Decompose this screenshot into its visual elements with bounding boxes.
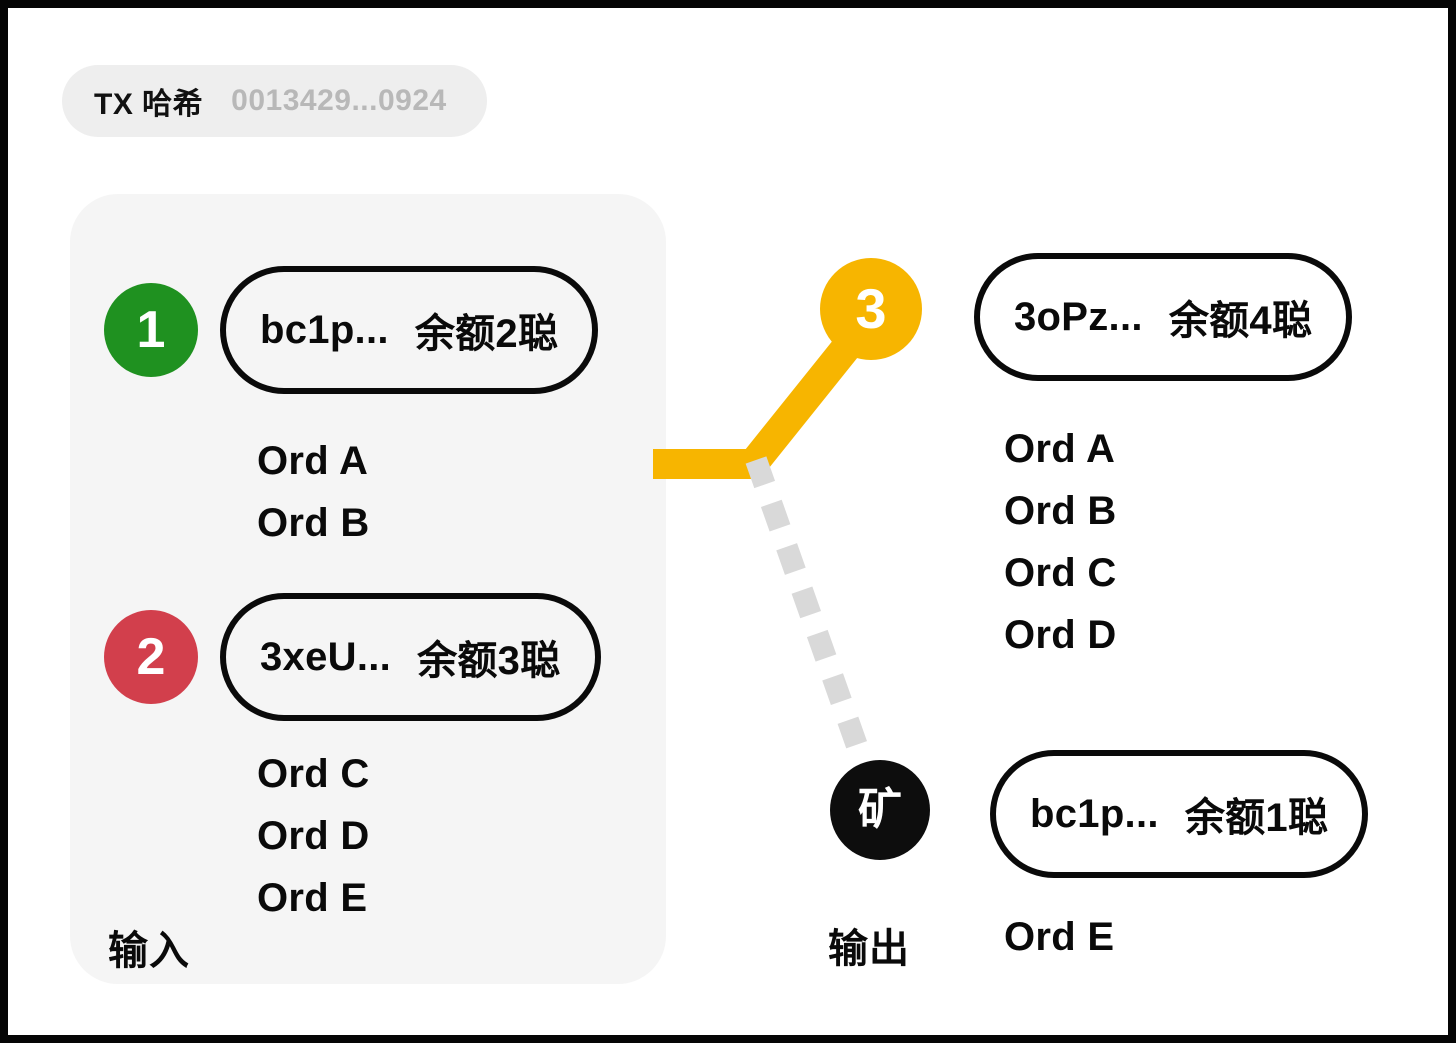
tx-hash-label: TX 哈希 [94, 88, 204, 121]
input-address-2: 3xeU... [260, 634, 392, 679]
input-index-badge-2: 2 [104, 610, 198, 704]
input-ordinal-item: Ord B [257, 501, 370, 545]
diagram-canvas: TX 哈希 0013429...0924 1 bc1p... 余额2聪 Ord … [8, 8, 1448, 1035]
output-ordinal-item: Ord B [1004, 489, 1117, 533]
output-ordinal-item: Ord E [1004, 915, 1115, 959]
output-ordinal-item: Ord A [1004, 427, 1116, 471]
tx-hash-value: 0013429...0924 [231, 84, 447, 117]
inputs-section-label: 输入 [108, 929, 190, 973]
output-address-pill-1[interactable]: 3oPz... 余额4聪 [974, 253, 1353, 381]
input-amount-2: 余额3聪 [417, 639, 561, 683]
output-amount-2: 余额1聪 [1184, 796, 1329, 840]
output-address-1: 3oPz... [1014, 294, 1143, 339]
tx-hash-chip: TX 哈希 0013429...0924 [62, 65, 487, 137]
input-ordinal-item: Ord A [257, 439, 369, 483]
output-ordinal-item: Ord C [1004, 551, 1117, 595]
output-address-2: bc1p... [1030, 791, 1159, 836]
miner-badge: 矿 [830, 760, 930, 860]
input-ordinals-2: Ord C Ord D Ord E [257, 745, 370, 927]
outputs-section-label: 输出 [828, 927, 910, 971]
output-index-badge-3: 3 [820, 258, 922, 360]
miner-badge-wrap: 矿 [830, 760, 930, 860]
input-address-1: bc1p... [260, 307, 389, 352]
output-ordinals-1: Ord A Ord B Ord C Ord D [1004, 420, 1117, 664]
input-ordinal-item: Ord C [257, 752, 370, 796]
output-amount-1: 余额4聪 [1168, 299, 1313, 343]
fee-arrow-to-miner [745, 456, 885, 798]
output-ordinal-item: Ord D [1004, 613, 1117, 657]
input-row-2[interactable]: 2 3xeU... 余额3聪 [104, 593, 601, 721]
input-ordinal-item: Ord E [257, 876, 368, 920]
input-row-1[interactable]: 1 bc1p... 余额2聪 [104, 266, 599, 394]
input-ordinals-1: Ord A Ord B [257, 432, 370, 552]
input-amount-1: 余额2聪 [414, 312, 559, 356]
input-index-badge-1: 1 [104, 283, 198, 377]
input-address-pill-2[interactable]: 3xeU... 余额3聪 [220, 593, 601, 721]
output-index-badge-wrap-3: 3 [820, 258, 922, 360]
output-ordinals-2: Ord E [1004, 908, 1114, 966]
input-ordinal-item: Ord D [257, 814, 370, 858]
input-address-pill-1[interactable]: bc1p... 余额2聪 [220, 266, 599, 394]
output-address-pill-2[interactable]: bc1p... 余额1聪 [990, 750, 1369, 878]
